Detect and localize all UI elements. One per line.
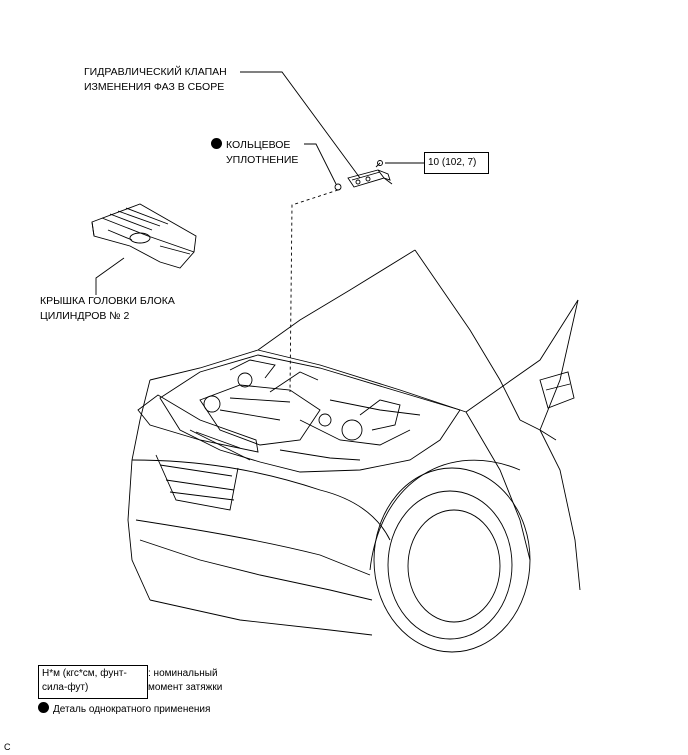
label-vvt-valve-line2: ИЗМЕНЕНИЯ ФАЗ В СБОРЕ	[84, 81, 225, 93]
corner-code: C	[4, 742, 11, 752]
leader-cover	[95, 257, 125, 295]
legend-non-reusable: Деталь однократного применения	[38, 702, 210, 717]
o-ring-part	[334, 183, 342, 191]
label-o-ring: КОЛЬЦЕВОЕ УПЛОТНЕНИЕ	[211, 138, 298, 168]
car-body	[127, 249, 581, 653]
torque-spec-value: 10 (102, 7)	[428, 157, 477, 168]
legend-torque-desc-line1: : номинальный	[148, 668, 218, 679]
label-vvt-valve: ГИДРАВЛИЧЕСКИЙ КЛАПАН ИЗМЕНЕНИЯ ФАЗ В СБ…	[84, 65, 227, 95]
legend-non-reusable-text: Деталь однократного применения	[53, 704, 211, 715]
legend-units-line2: сила-фут)	[42, 682, 89, 693]
vvt-valve-part	[347, 160, 393, 188]
leader-o-ring	[304, 143, 337, 185]
legend-units-box: Н*м (кгс*см, фунт- сила-фут)	[38, 665, 148, 699]
legend-torque-desc: : номинальный момент затяжки	[148, 667, 222, 695]
legend-units-line1: Н*м (кгс*см, фунт-	[42, 668, 127, 679]
label-cylinder-head-cover: КРЫШКА ГОЛОВКИ БЛОКА ЦИЛИНДРОВ № 2	[40, 294, 175, 324]
cylinder-head-cover-part	[91, 203, 197, 269]
torque-spec-box: 10 (102, 7)	[424, 152, 489, 174]
non-reusable-icon	[211, 138, 222, 149]
label-cover-line1: КРЫШКА ГОЛОВКИ БЛОКА	[40, 295, 175, 307]
label-o-ring-line1: КОЛЬЦЕВОЕ	[226, 139, 291, 151]
install-dashed-line	[289, 189, 339, 393]
leader-vvt-valve	[240, 71, 361, 179]
label-vvt-valve-line1: ГИДРАВЛИЧЕСКИЙ КЛАПАН	[84, 66, 227, 78]
legend-torque-desc-line2: момент затяжки	[148, 682, 223, 693]
label-cover-line2: ЦИЛИНДРОВ № 2	[40, 310, 130, 322]
filled-circle-icon	[38, 702, 49, 713]
label-o-ring-line2: УПЛОТНЕНИЕ	[226, 154, 299, 166]
